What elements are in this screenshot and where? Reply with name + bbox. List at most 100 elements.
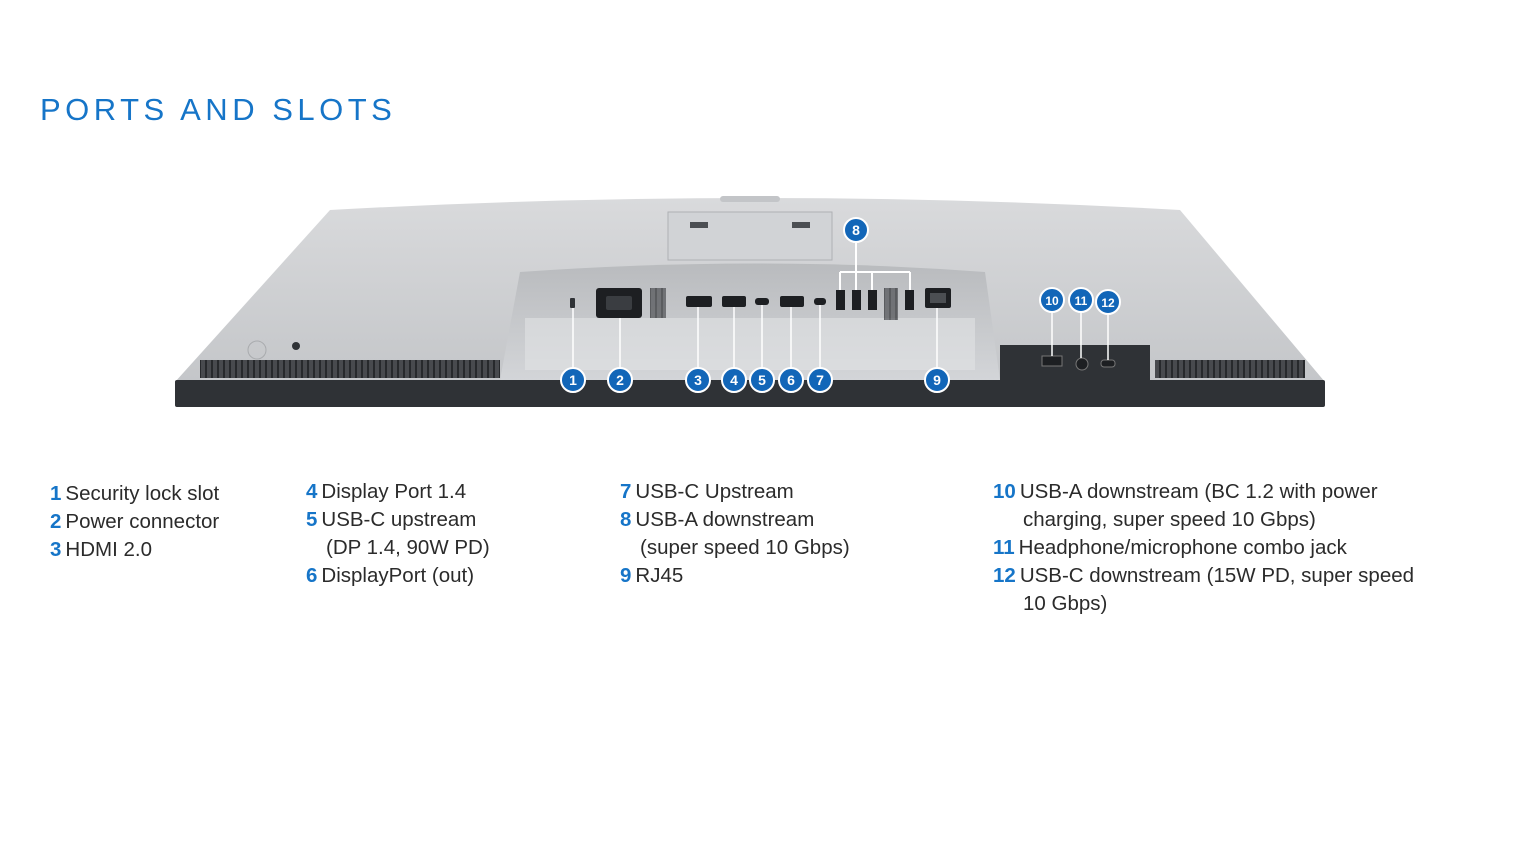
legend-number: 1 (50, 482, 62, 505)
callout-badge-circle (607, 367, 633, 393)
callout-badge-number: 3 (694, 372, 702, 388)
legend-number: 5 (306, 508, 318, 531)
legend-text: USB-C upstream (321, 508, 477, 531)
callout-badge-number: 2 (616, 372, 624, 388)
legend-text: USB-C Upstream (635, 480, 794, 503)
usbc-upstream-icon (814, 298, 826, 305)
legend-number: 10 (993, 480, 1016, 503)
headphone-jack-icon (1075, 357, 1089, 371)
callout-badge-circle (1068, 287, 1094, 313)
callout-badge-number: 10 (1045, 294, 1059, 308)
legend-text: USB-A downstream (635, 508, 815, 531)
security-slot-icon (570, 298, 575, 308)
legend-number: 6 (306, 564, 318, 587)
hdmi-port-icon (686, 296, 712, 307)
legend-number: 3 (50, 538, 62, 561)
legend-text: USB-C downstream (15W PD, super speed (1019, 564, 1415, 587)
legend-text: HDMI 2.0 (65, 538, 152, 561)
callout-badge-number: 5 (758, 372, 766, 388)
legend-number: 9 (620, 564, 632, 587)
legend-text: RJ45 (635, 564, 684, 587)
displayport-out-icon (780, 296, 804, 307)
legend-text: Power connector (65, 510, 220, 533)
callout-badge-6: 6 (778, 367, 804, 393)
callout-badge-number: 7 (816, 372, 824, 388)
legend-text: Security lock slot (65, 482, 220, 505)
usbc-upstream-dp-icon (755, 298, 769, 305)
callout-badge-7: 7 (807, 367, 833, 393)
side-usbc-port-icon (1100, 359, 1116, 368)
legend-text: USB-A downstream (BC 1.2 with power (1019, 480, 1378, 503)
side-usba-port-icon (1041, 355, 1063, 367)
rj45-port-icon (925, 288, 951, 308)
stand-mount (667, 196, 833, 261)
callout-badge-number: 12 (1101, 296, 1115, 310)
legend-number: 11 (993, 536, 1015, 559)
legend-text-continuation: (super speed 10 Gbps) (640, 536, 850, 559)
legend-number: 8 (620, 508, 632, 531)
callout-badge-circle (1095, 289, 1121, 315)
callout-badge-number: 8 (852, 222, 860, 238)
callout-badge-1: 1 (560, 367, 586, 393)
legend-text-continuation: (DP 1.4, 90W PD) (326, 536, 490, 559)
callout-badge-4: 4 (721, 367, 747, 393)
callout-badge-3: 3 (685, 367, 711, 393)
callout-badge-number: 4 (730, 372, 738, 388)
callout-badge-circle (685, 367, 711, 393)
legend-text: Display Port 1.4 (321, 480, 467, 503)
callout-badge-circle (749, 367, 775, 393)
callout-badge-12: 12 (1095, 289, 1121, 315)
callout-badge-10: 10 (1039, 287, 1065, 313)
callout-badge-circle (807, 367, 833, 393)
power-button-icon (292, 342, 300, 350)
badge-8-connector-lines (839, 243, 911, 290)
callout-badge-circle (721, 367, 747, 393)
joystick-icon (247, 340, 267, 360)
usba-downstream-ports-icon (836, 288, 914, 320)
callout-badge-number: 1 (569, 372, 577, 388)
callout-badge-8: 8 (843, 217, 869, 243)
legend-number: 7 (620, 480, 632, 503)
legend-text: Headphone/microphone combo jack (1018, 536, 1347, 559)
callout-badge-number: 6 (787, 372, 795, 388)
callout-badge-circle (560, 367, 586, 393)
callout-badge-number: 11 (1075, 294, 1088, 308)
bay-vents-left (650, 288, 666, 318)
power-connector-icon (596, 288, 642, 318)
callout-badge-circle (843, 217, 869, 243)
port-bay (500, 263, 1000, 380)
callout-badge-circle (778, 367, 804, 393)
callout-badge-11: 11 (1068, 287, 1094, 313)
legend-text: DisplayPort (out) (321, 564, 475, 587)
page-title: PORTS AND SLOTS (40, 92, 397, 127)
callout-badge-2: 2 (607, 367, 633, 393)
callout-badge-circle (924, 367, 950, 393)
callout-badge-9: 9 (924, 367, 950, 393)
callout-badge-5: 5 (749, 367, 775, 393)
legend-number: 2 (50, 510, 62, 533)
callout-badge-circle (1039, 287, 1065, 313)
badge-leader-lines (572, 305, 1109, 368)
legend-number: 4 (306, 480, 318, 503)
legend-number: 12 (993, 564, 1016, 587)
legend-text-continuation: charging, super speed 10 Gbps) (1023, 508, 1316, 531)
displayport-in-icon (722, 296, 746, 307)
legend-text-continuation: 10 Gbps) (1023, 592, 1108, 615)
callout-badge-number: 9 (933, 372, 941, 388)
